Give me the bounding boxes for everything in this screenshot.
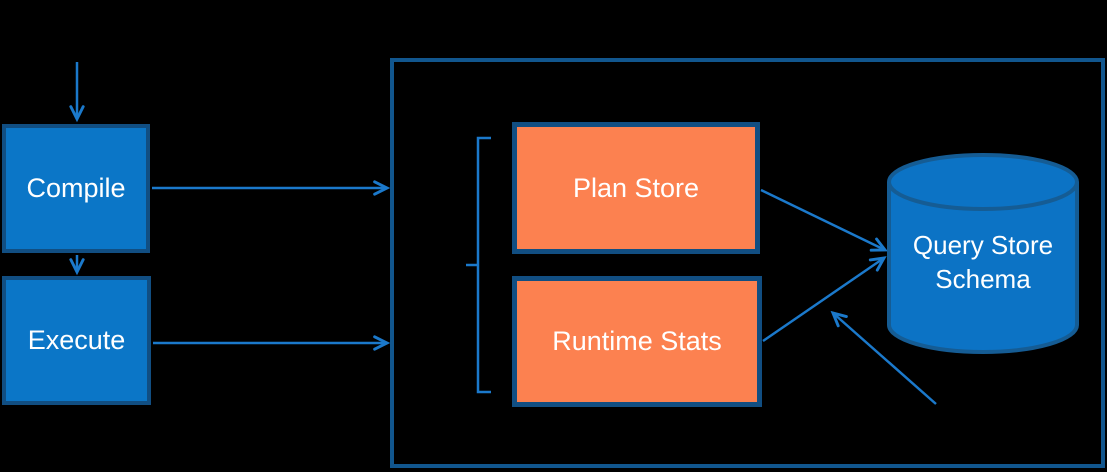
runtime-stats-node: Runtime Stats xyxy=(512,276,762,407)
square-bracket xyxy=(466,136,491,394)
compile-label: Compile xyxy=(26,173,126,203)
compile-node: Compile xyxy=(2,124,150,253)
execute-label: Execute xyxy=(27,325,126,355)
arrow-plan-store-to-schema xyxy=(760,188,888,252)
query-store-schema-label: Query Store Schema xyxy=(912,230,1054,294)
query-store-outline-box xyxy=(390,58,1105,468)
database-cylinder-icon xyxy=(887,153,1079,354)
execute-node: Execute xyxy=(2,276,151,405)
plan-store-label: Plan Store xyxy=(572,172,700,203)
plan-store-node: Plan Store xyxy=(512,122,760,254)
arrow-runtime-stats-to-schema xyxy=(762,256,887,343)
arrow-bottom-into-schema xyxy=(830,310,937,405)
runtime-stats-label: Runtime Stats xyxy=(552,326,722,356)
